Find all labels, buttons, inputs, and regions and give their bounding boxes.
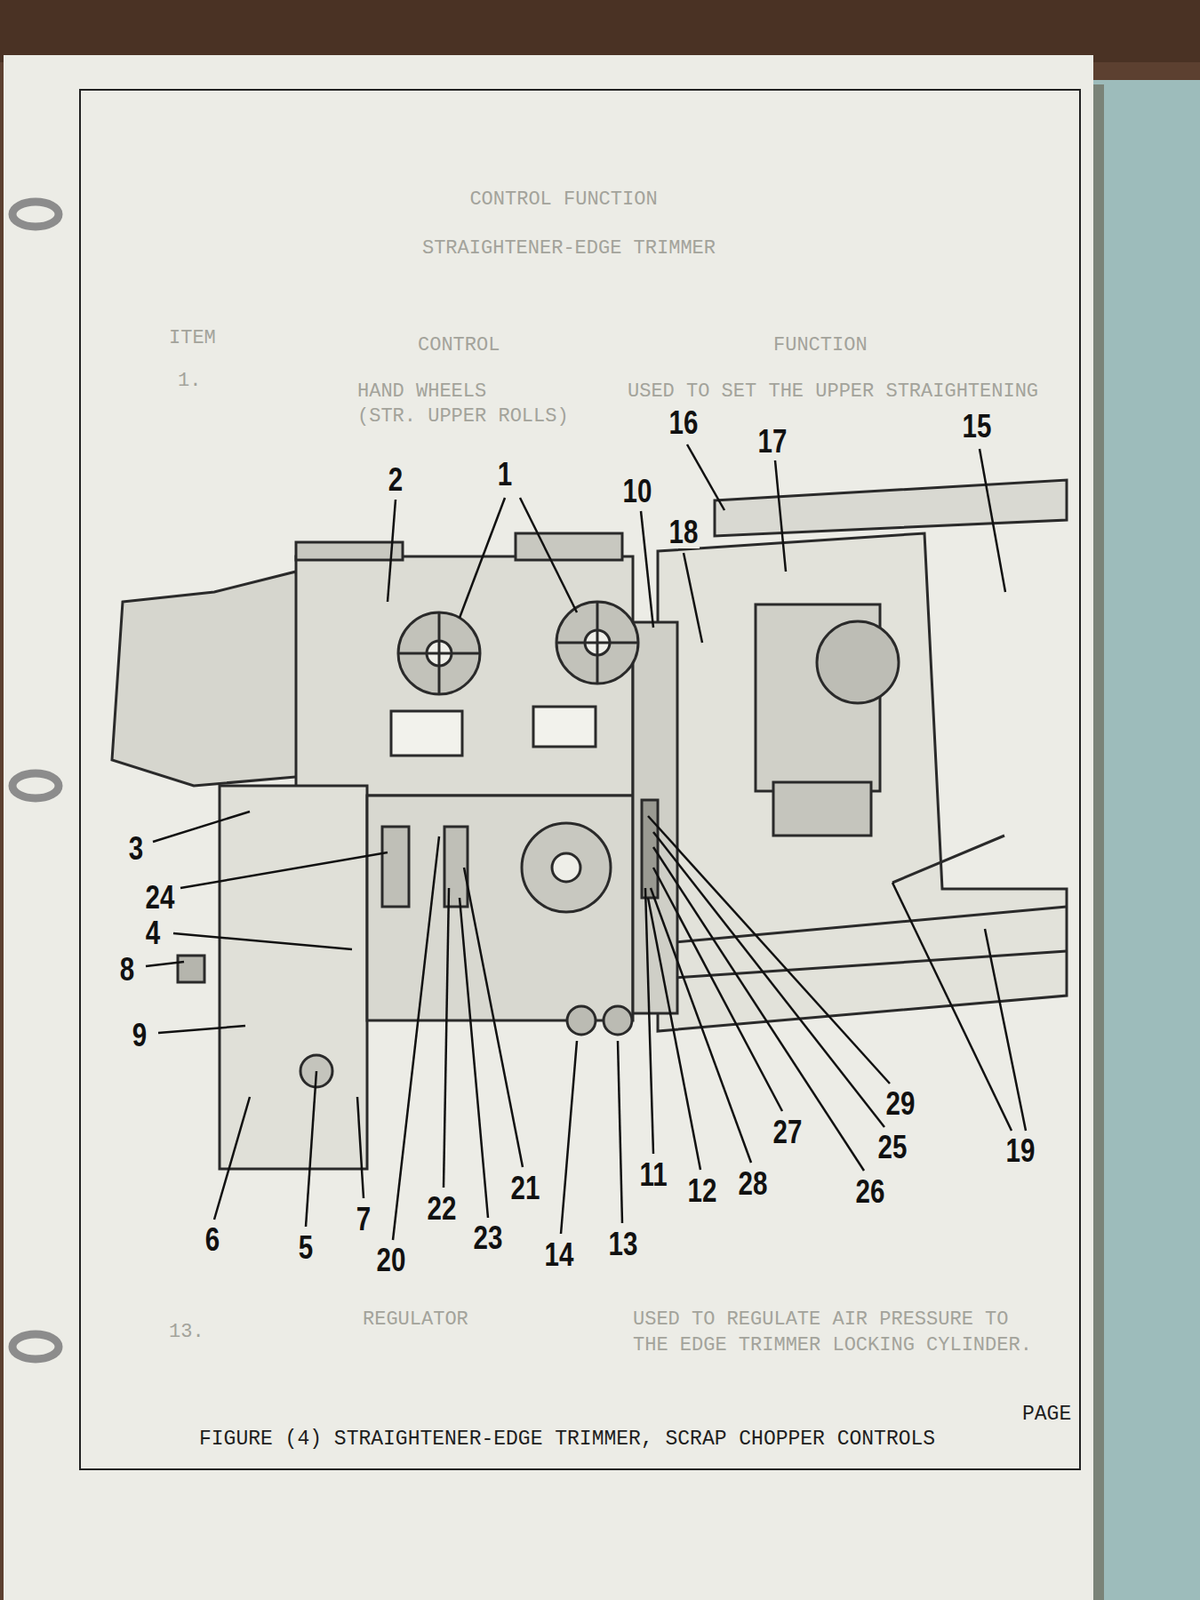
callout-number: 2 [386,464,405,496]
callout-number: 23 [472,1222,504,1255]
callout-number: 1 [496,458,514,491]
callout-number: 10 [621,475,654,508]
callout-number: 11 [638,1159,669,1192]
callout-number: 9 [130,1019,149,1052]
callout-number: 21 [509,1172,542,1205]
faint-table-text: CONTROL [417,334,500,357]
callout-number: 16 [667,407,700,440]
faint-table-text: HAND WHEELS [357,380,487,403]
page-title: CONTROL FUNCTION [469,188,657,211]
faint-table-text: 13. [168,1320,205,1344]
callout-number: 12 [686,1175,719,1208]
callout-number: 3 [127,832,145,865]
callout-number: 7 [354,1203,373,1236]
callout-number: 8 [118,953,136,986]
callout-number: 6 [203,1224,222,1256]
faint-table-text: (STR. UPPER ROLLS) [357,405,569,428]
faint-table-text: USED TO SET THE UPPER STRAIGHTENING [627,380,1039,403]
faint-table-text: ITEM [168,327,216,350]
callout-number: 27 [771,1116,804,1149]
callout-number: 24 [144,881,176,914]
callout-number: 15 [960,410,993,443]
callout-number: 14 [543,1239,576,1272]
callout-number: 19 [1004,1135,1037,1168]
callout-number: 25 [876,1131,909,1164]
callout-number: 22 [425,1192,458,1225]
callout-number: 18 [667,516,700,549]
callout-number: 17 [756,425,789,458]
page-label: PAGE [1022,1402,1072,1426]
faint-table-text: 1. [177,369,201,392]
callout-number: 28 [736,1168,769,1200]
faint-table-text: USED TO REGULATE AIR PRESSURE TO [632,1308,1008,1331]
callout-number: 4 [144,917,162,950]
callout-number: 5 [296,1232,315,1264]
figure-caption: FIGURE (4) STRAIGHTENER-EDGE TRIMMER, SC… [199,1427,936,1451]
leader-lines [145,444,1026,1240]
faint-table-text: REGULATOR [362,1308,469,1331]
callout-number: 29 [884,1088,917,1120]
faint-table-text: FUNCTION [773,334,868,357]
machine-illustration [112,480,1067,1169]
faint-heading: STRAIGHTENER-EDGE TRIMMER [422,237,716,260]
callout-number: 26 [854,1176,887,1208]
callout-number: 13 [607,1228,640,1261]
faint-table-text: THE EDGE TRIMMER LOCKING CYLINDER. [632,1334,1032,1357]
callout-number: 20 [375,1244,408,1277]
